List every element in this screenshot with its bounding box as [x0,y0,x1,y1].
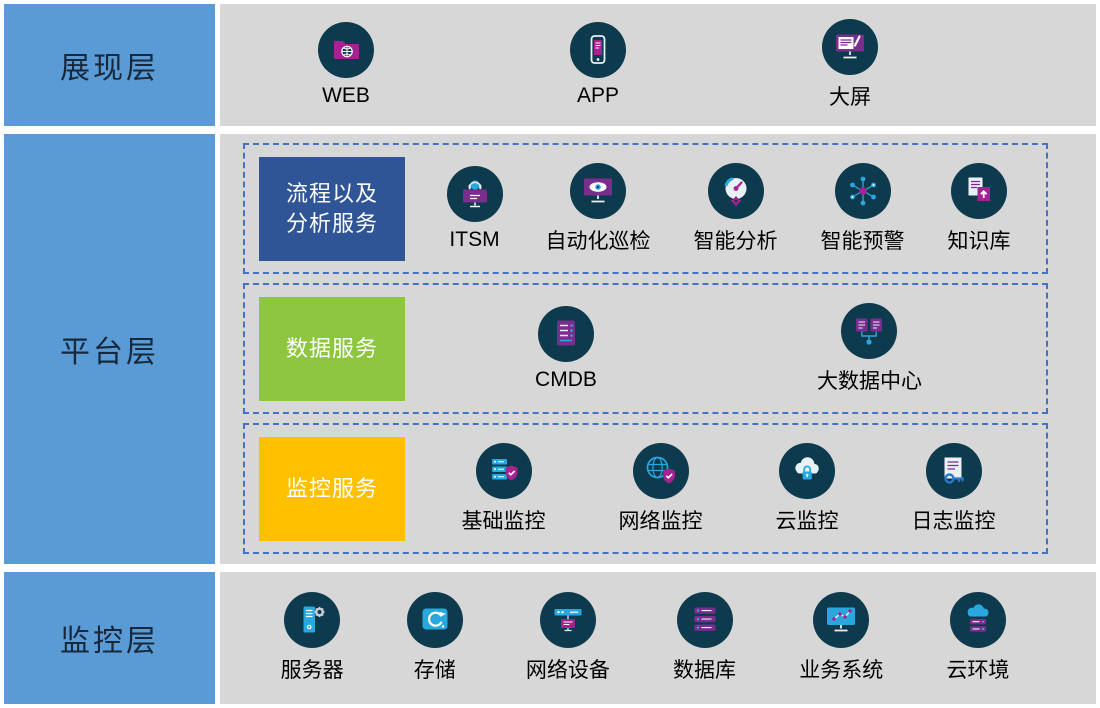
group-title-line: 流程以及 [285,180,378,206]
item-label: 大屏 [829,86,871,109]
web-icon [318,22,374,78]
item-knowledge-base: 知识库 [947,162,1011,255]
data-service-group: 数据服务 CMDB [243,283,1048,414]
item-cmdb: CMDB [535,305,597,392]
network-device-icon [539,592,596,648]
item-label: 智能分析 [693,229,778,253]
presentation-layer-label: 展现层 [4,4,215,126]
knowledge-base-icon [951,162,1007,219]
item-label: 知识库 [947,229,1011,253]
database-icon [676,592,733,648]
monitoring-layer-row: 监控层 服务器 [4,572,1096,704]
server-icon [284,592,341,648]
item-label: CMDB [535,367,597,391]
platform-layer-row: 平台层 流程以及 分析服务 [4,134,1096,564]
basic-monitoring-icon [475,442,532,499]
presentation-layer-body: WEB APP [220,4,1096,126]
cloud-environment-icon [949,592,1006,648]
business-system-icon [813,592,870,648]
group-title-line: 监控服务 [285,475,378,501]
item-itsm: ITSM [446,165,503,252]
item-label: 网络监控 [618,509,703,533]
item-auto-inspection: 自动化巡检 [545,162,651,255]
item-server: 服务器 [281,592,344,684]
item-business-system: 业务系统 [799,592,883,684]
item-network-monitoring: 网络监控 [618,442,703,535]
process-analysis-group-title: 流程以及 分析服务 [259,156,405,261]
item-label: 数据库 [673,659,737,682]
item-log-monitoring: 日志监控 [911,442,996,535]
item-web: WEB [318,22,374,108]
monitoring-layer-label: 监控层 [4,572,215,704]
big-screen-icon [822,19,878,75]
item-label: 自动化巡检 [545,229,651,253]
log-monitoring-icon [925,442,982,499]
network-monitoring-icon [632,442,689,499]
monitor-service-group-title: 监控服务 [259,436,405,541]
group-title-line: 数据服务 [285,335,378,361]
item-smart-warning: 智能预警 [820,162,905,255]
auto-inspection-icon [570,162,626,219]
item-label: 智能预警 [820,229,905,253]
item-label: 服务器 [280,659,344,682]
item-label: 存储 [413,659,456,682]
item-label: WEB [322,84,370,107]
item-label: 业务系统 [799,659,884,682]
item-app: APP [570,22,626,108]
platform-layer-label: 平台层 [4,134,215,564]
data-service-group-title: 数据服务 [259,296,405,401]
item-label: 日志监控 [911,509,996,533]
item-cloud-monitoring: 云监控 [775,442,839,535]
item-network-device: 网络设备 [526,592,610,684]
itsm-icon [446,165,503,222]
item-smart-analysis: 智能分析 [693,162,778,255]
item-storage: 存储 [406,592,463,684]
group-title-line: 分析服务 [285,210,378,236]
item-label: 大数据中心 [816,369,922,393]
item-label: 云环境 [946,659,1010,682]
presentation-layer-row: 展现层 WEB [4,4,1096,126]
item-basic-monitoring: 基础监控 [461,442,546,535]
platform-layer-body: 流程以及 分析服务 [220,134,1096,564]
cmdb-icon [537,305,594,362]
smart-warning-icon [834,162,891,219]
monitoring-layer-body: 服务器 存储 [220,572,1096,704]
cloud-monitoring-icon [779,442,835,499]
smart-analysis-icon [707,162,764,219]
storage-icon [406,592,463,648]
item-label: ITSM [449,227,500,251]
process-analysis-group: 流程以及 分析服务 [243,143,1048,274]
item-label: APP [576,84,620,107]
monitor-service-group: 监控服务 [243,423,1048,554]
item-label: 云监控 [775,509,839,533]
app-icon [570,22,626,78]
big-data-center-icon [841,302,898,359]
item-big-screen: 大屏 [822,19,878,111]
item-database: 数据库 [673,592,736,684]
item-cloud-environment: 云环境 [946,592,1009,684]
item-label: 基础监控 [461,509,546,533]
item-label: 网络设备 [525,659,610,682]
item-big-data-center: 大数据中心 [816,302,922,395]
